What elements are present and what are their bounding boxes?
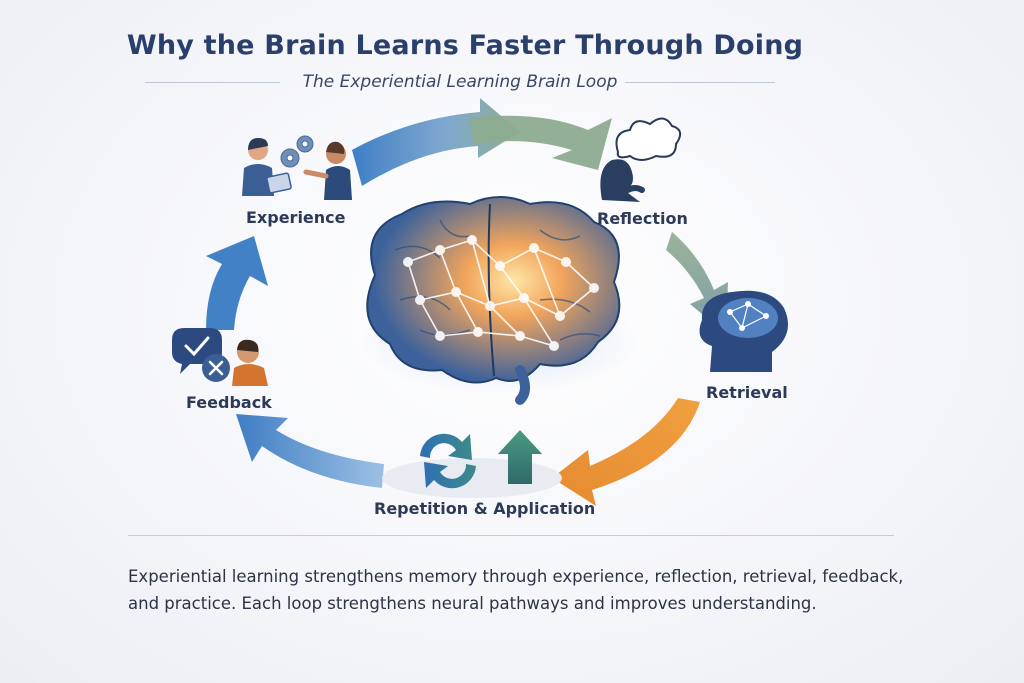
neural-node <box>561 257 571 267</box>
subtitle-divider-right <box>625 82 775 83</box>
neural-link <box>419 299 441 337</box>
neural-link <box>565 261 595 289</box>
stage-label-feedback: Feedback <box>186 393 272 412</box>
stage-label-experience: Experience <box>246 208 346 227</box>
subtitle-divider-left <box>145 82 280 83</box>
thought-bubble-icon <box>600 117 682 202</box>
neural-node <box>529 243 539 253</box>
repetition-base <box>382 458 562 498</box>
page-title: Why the Brain Learns Faster Through Doin… <box>126 30 804 61</box>
arrow-experience-to-reflection <box>352 98 520 186</box>
neural-link <box>519 335 555 347</box>
neural-link <box>533 247 567 263</box>
summary-text: Experiential learning strengthens memory… <box>128 567 904 613</box>
neural-link <box>455 291 491 307</box>
feedback-chat-icon <box>172 328 268 386</box>
stage-label-repetition: Repetition & Application <box>374 499 596 518</box>
people-gears-icon <box>242 135 352 200</box>
neural-node <box>515 331 525 341</box>
subtitle-row: The Experiential Learning Brain Loop <box>145 68 775 98</box>
neural-link <box>439 239 473 251</box>
neural-link <box>523 297 561 317</box>
neural-link <box>489 305 521 337</box>
neural-link <box>455 291 479 333</box>
arrow-retrieval-to-repetition <box>552 398 700 506</box>
brain-icon <box>366 196 621 405</box>
head-network-icon <box>699 290 788 372</box>
neural-link <box>407 261 421 301</box>
neural-node <box>589 283 599 293</box>
neural-link <box>471 239 501 267</box>
neural-link <box>439 331 479 337</box>
neural-node <box>435 245 445 255</box>
neural-node <box>549 341 559 351</box>
arrow-top-segment <box>470 115 612 170</box>
up-arrow-icon <box>498 430 542 484</box>
neural-link <box>559 287 595 317</box>
neural-node <box>467 235 477 245</box>
cycle-arrows-icon <box>420 433 476 489</box>
neural-link <box>419 291 457 301</box>
neural-link <box>499 247 535 267</box>
neural-link <box>471 239 491 307</box>
neural-node <box>415 295 425 305</box>
stage-label-retrieval: Retrieval <box>706 383 788 402</box>
summary-divider <box>128 535 894 536</box>
neural-link <box>499 265 525 299</box>
neural-node <box>519 293 529 303</box>
neural-node <box>495 261 505 271</box>
neural-link <box>407 249 441 263</box>
neural-link <box>439 249 457 293</box>
neural-link <box>489 297 525 307</box>
arrow-repetition-to-feedback <box>236 414 384 488</box>
neural-node <box>435 331 445 341</box>
neural-node <box>555 311 565 321</box>
neural-node <box>473 327 483 337</box>
neural-node <box>451 287 461 297</box>
neural-link <box>533 247 561 317</box>
neural-node <box>485 301 495 311</box>
neural-link <box>477 331 521 337</box>
neural-link <box>523 297 555 347</box>
arrow-feedback-to-experience <box>206 236 268 330</box>
neural-node <box>403 257 413 267</box>
stage-label-reflection: Reflection <box>597 209 688 228</box>
page-subtitle: The Experiential Learning Brain Loop <box>302 72 618 92</box>
